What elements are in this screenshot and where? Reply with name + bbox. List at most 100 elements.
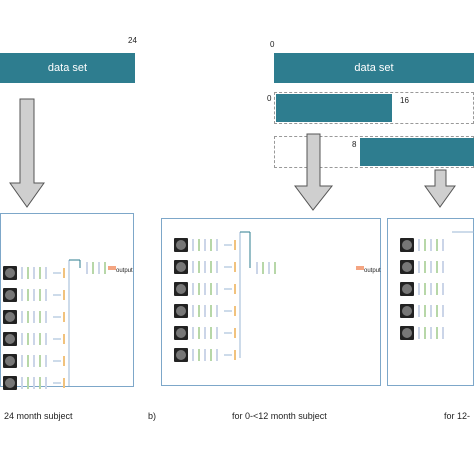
caption-left: 24 month subject: [4, 411, 73, 421]
conv-layer-bar: [45, 355, 47, 367]
fc-layer-bar: [234, 240, 236, 250]
conv-layer-bar: [192, 239, 194, 251]
conv-layer-bar: [442, 327, 444, 339]
conv-layer-bar: [45, 377, 47, 389]
conv-layer-bar: [436, 327, 438, 339]
conv-layer-bar: [33, 267, 35, 279]
conv-layer-bar: [210, 349, 212, 361]
conv-layer-bar: [39, 311, 41, 323]
conv-layer-bar: [442, 283, 444, 295]
brain-shape: [176, 284, 186, 294]
brain-shape: [402, 328, 412, 338]
brain-shape: [176, 262, 186, 272]
conv-layer-bar: [210, 327, 212, 339]
conv-layer-bar: [27, 289, 29, 301]
down-arrow-middle: [294, 133, 334, 211]
fc-layer-bar: [234, 350, 236, 360]
conv-layer-bar: [216, 239, 218, 251]
conv-layer-bar: [216, 305, 218, 317]
subset-1-bar: [276, 94, 392, 122]
brain-shape: [176, 350, 186, 360]
output-node: [108, 266, 116, 270]
conv-layer-bar: [21, 289, 23, 301]
fc-layer-bar: [63, 312, 65, 322]
conv-layer-bar: [424, 283, 426, 295]
conv-layer-bar: [198, 327, 200, 339]
conv-layer-bar: [192, 349, 194, 361]
conv-layer-bar: [430, 327, 432, 339]
conv-layer-bar: [216, 261, 218, 273]
conv-layer-bar: [418, 283, 420, 295]
fc-layer-bar: [63, 268, 65, 278]
network-panel-middle: [161, 218, 381, 386]
conv-layer-bar: [216, 327, 218, 339]
conv-layer-bar: [33, 311, 35, 323]
conv-layer-bar: [21, 333, 23, 345]
conv-layer-bar: [204, 283, 206, 295]
brain-shape: [5, 378, 15, 388]
conv-layer-bar: [192, 327, 194, 339]
dense-layer-bar: [98, 262, 100, 274]
brain-shape: [176, 240, 186, 250]
conv-layer-bar: [192, 261, 194, 273]
dense-layer-bar: [104, 262, 106, 274]
conv-layer-bar: [33, 355, 35, 367]
conv-layer-bar: [198, 305, 200, 317]
conv-layer-bar: [33, 377, 35, 389]
conv-layer-bar: [210, 305, 212, 317]
caption-b-label: b): [148, 411, 157, 421]
brain-shape: [176, 306, 186, 316]
conv-layer-bar: [21, 377, 23, 389]
dense-layer-bar: [268, 262, 270, 274]
down-arrow-right: [424, 169, 456, 208]
dense-layer-bar: [92, 262, 94, 274]
brain-shape: [5, 290, 15, 300]
conv-layer-bar: [39, 267, 41, 279]
conv-layer-bar: [424, 305, 426, 317]
conv-layer-bar: [39, 289, 41, 301]
fc-layer-bar: [234, 328, 236, 338]
output-label-left: output: [116, 268, 133, 274]
down-arrow-left: [9, 98, 45, 208]
subset-2-start-number: 8: [352, 140, 357, 149]
conv-layer-bar: [430, 261, 432, 273]
conv-layer-bar: [45, 267, 47, 279]
conv-layer-bar: [45, 289, 47, 301]
conv-layer-bar: [436, 239, 438, 251]
brain-shape: [5, 268, 15, 278]
conv-layer-bar: [204, 305, 206, 317]
brain-shape: [402, 240, 412, 250]
conv-layer-bar: [418, 305, 420, 317]
conv-layer-bar: [33, 333, 35, 345]
conv-layer-bar: [27, 333, 29, 345]
output-label-middle: output: [364, 268, 381, 274]
conv-layer-bar: [204, 349, 206, 361]
conv-layer-bar: [27, 355, 29, 367]
conv-layer-bar: [442, 305, 444, 317]
dataset-right-start-number: 0: [270, 40, 275, 49]
fc-layer-bar: [63, 334, 65, 344]
fc-layer-bar: [234, 284, 236, 294]
dense-layer-bar: [274, 262, 276, 274]
conv-layer-bar: [192, 305, 194, 317]
dense-layer-bar: [262, 262, 264, 274]
caption-right: for 12-: [444, 411, 471, 421]
fc-layer-bar: [234, 306, 236, 316]
conv-layer-bar: [418, 239, 420, 251]
dataset-bar-left-label: data set: [47, 62, 88, 74]
fc-layer-bar: [63, 356, 65, 366]
conv-layer-bar: [21, 355, 23, 367]
conv-layer-bar: [430, 305, 432, 317]
brain-shape: [402, 306, 412, 316]
conv-layer-bar: [192, 283, 194, 295]
conv-layer-bar: [45, 333, 47, 345]
conv-layer-bar: [442, 261, 444, 273]
conv-layer-bar: [204, 239, 206, 251]
brain-shape: [402, 262, 412, 272]
conv-layer-bar: [436, 283, 438, 295]
conv-layer-bar: [198, 239, 200, 251]
conv-layer-bar: [436, 305, 438, 317]
conv-layer-bar: [442, 239, 444, 251]
conv-layer-bar: [430, 239, 432, 251]
